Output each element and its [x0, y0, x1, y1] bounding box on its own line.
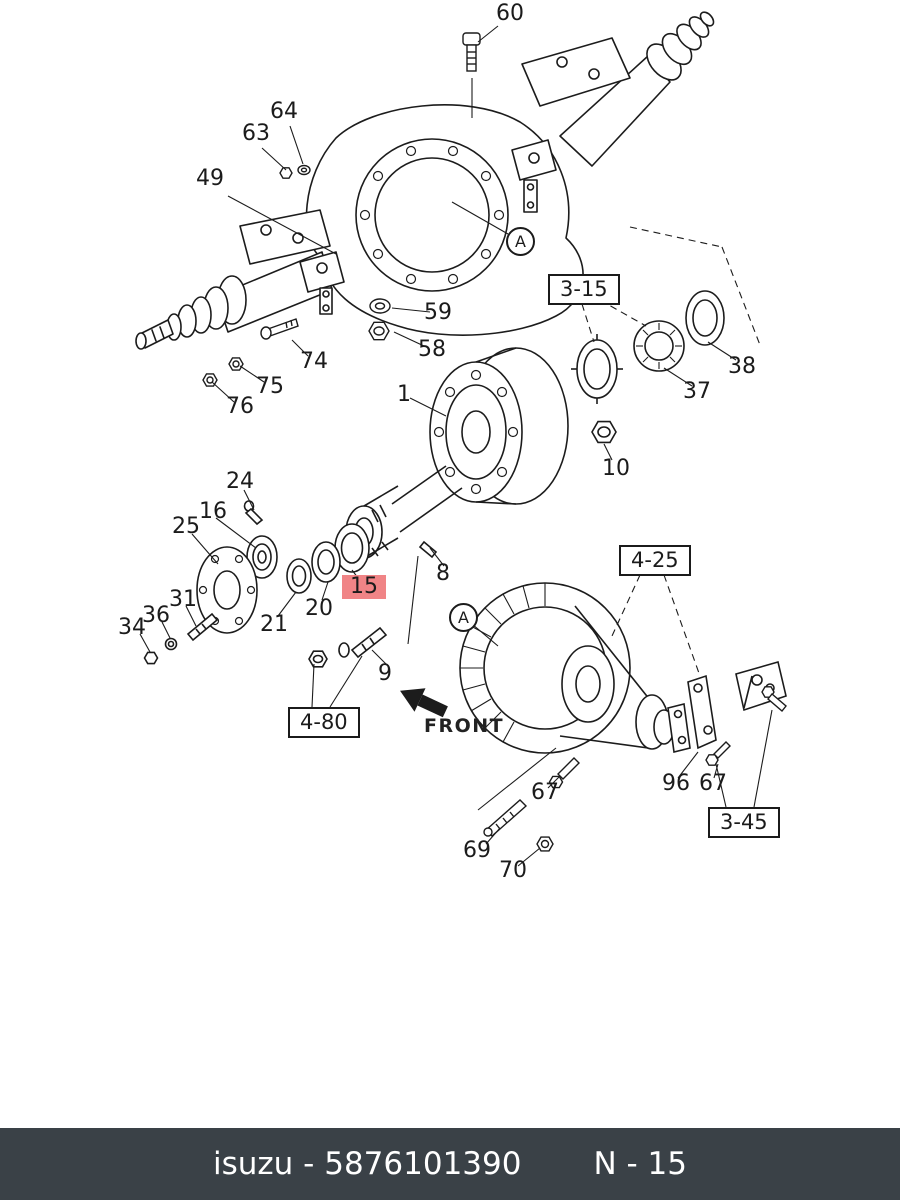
group-ref-4-80[interactable]: 4-80: [288, 707, 360, 739]
part-label-9[interactable]: 9: [378, 661, 392, 686]
part-label-60[interactable]: 60: [496, 1, 524, 26]
detail-marker-a-1: A: [506, 227, 535, 256]
hub-assembly: [345, 347, 569, 645]
diagram-area: 60 64 63 49 A 3-15 59 58 74 38 37 75 76 …: [118, 1, 787, 883]
part-label-49[interactable]: 49: [196, 166, 224, 191]
part-label-64[interactable]: 64: [270, 99, 298, 124]
part-label-69[interactable]: 69: [463, 838, 491, 863]
group-ref-4-25[interactable]: 4-25: [619, 545, 691, 577]
part-label-63[interactable]: 63: [242, 121, 270, 146]
part-label-16[interactable]: 16: [199, 499, 227, 524]
differential-fasteners: [483, 686, 787, 852]
part-label-21[interactable]: 21: [260, 612, 288, 637]
section-dashed-lines: [581, 226, 761, 677]
part-label-36[interactable]: 36: [142, 603, 170, 628]
part-label-67-b[interactable]: 67: [699, 771, 727, 796]
part-label-59[interactable]: 59: [424, 300, 452, 325]
part-label-31[interactable]: 31: [169, 587, 197, 612]
part-label-1[interactable]: 1: [397, 382, 411, 407]
part-label-70[interactable]: 70: [499, 858, 527, 883]
part-label-58[interactable]: 58: [418, 337, 446, 362]
part-label-10[interactable]: 10: [602, 456, 630, 481]
footer-bar: isuzu - 5876101390 N - 15: [0, 1128, 900, 1200]
axle-exploded-drawing: [135, 11, 787, 867]
part-label-74[interactable]: 74: [300, 349, 328, 374]
part-label-37[interactable]: 37: [683, 379, 711, 404]
part-label-15-highlighted[interactable]: 15: [342, 574, 386, 600]
part-label-34[interactable]: 34: [118, 615, 146, 640]
front-direction-label: FRONT: [424, 715, 505, 737]
part-label-38[interactable]: 38: [728, 354, 756, 379]
leader-lines: [139, 25, 773, 867]
pinion-bearing-group: [571, 290, 725, 444]
part-label-96[interactable]: 96: [662, 771, 690, 796]
part-label-25[interactable]: 25: [172, 514, 200, 539]
differential-assembly: [459, 582, 787, 754]
part-label-20[interactable]: 20: [305, 596, 333, 621]
part-label-8[interactable]: 8: [436, 561, 450, 586]
front-arrow-icon: [400, 688, 448, 718]
part-label-67-a[interactable]: 67: [531, 780, 559, 805]
detail-marker-a-2: A: [449, 603, 478, 632]
group-ref-3-15[interactable]: 3-15: [548, 274, 620, 306]
hub-bearing-parts: [143, 500, 388, 668]
part-label-24[interactable]: 24: [226, 469, 254, 494]
group-ref-3-45[interactable]: 3-45: [708, 807, 780, 839]
part-label-76[interactable]: 76: [226, 394, 254, 419]
footer-part-number-text: isuzu - 5876101390: [213, 1146, 522, 1182]
part-label-75[interactable]: 75: [256, 374, 284, 399]
footer-page-code: N - 15: [593, 1146, 687, 1182]
axle-housing: [135, 11, 715, 350]
